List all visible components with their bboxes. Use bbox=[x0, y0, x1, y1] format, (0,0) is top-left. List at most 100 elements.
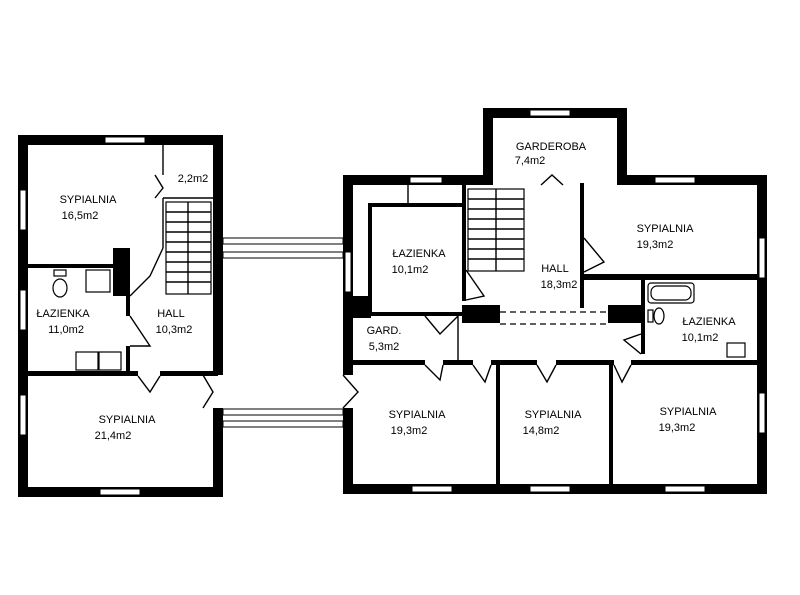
window bbox=[104, 136, 146, 144]
wall bbox=[462, 305, 500, 323]
room-name-lazienka: ŁAZIENKA bbox=[682, 316, 736, 328]
door-swing bbox=[622, 333, 642, 355]
toilet bbox=[653, 307, 665, 325]
bridge-railing bbox=[222, 420, 344, 428]
bathtub-basin bbox=[650, 285, 692, 301]
room-name-sypialnia: SYPIALNIA bbox=[389, 409, 447, 421]
window bbox=[758, 392, 766, 434]
wall bbox=[483, 108, 493, 183]
room-area: 21,4m2 bbox=[95, 430, 132, 442]
window bbox=[19, 289, 27, 331]
wall bbox=[462, 183, 466, 301]
room-area: 16,5m2 bbox=[62, 210, 99, 222]
wall bbox=[368, 312, 464, 316]
window bbox=[529, 109, 571, 117]
wall bbox=[617, 108, 627, 183]
wall bbox=[343, 408, 353, 494]
room-area: 11,0m2 bbox=[48, 324, 84, 336]
bridge-railing bbox=[222, 251, 344, 259]
wall bbox=[24, 264, 124, 268]
connector-bridge bbox=[222, 237, 344, 428]
door-swing bbox=[137, 375, 161, 394]
wall bbox=[160, 371, 218, 376]
room-name-hall: HALL bbox=[157, 308, 185, 320]
room-name-garderoba: GARDEROBA bbox=[516, 141, 587, 153]
door-swing bbox=[424, 315, 459, 336]
room-area: 14,8m2 bbox=[523, 425, 560, 437]
room-labels: SYPIALNIA 16,5m2 2,2m2 ŁAZIENKA 11,0m2 H… bbox=[36, 141, 736, 442]
door-swing bbox=[583, 237, 606, 273]
wall bbox=[608, 305, 644, 323]
washbasin bbox=[85, 269, 111, 293]
bridge-railing bbox=[222, 237, 344, 245]
wall bbox=[641, 360, 757, 365]
door-swing bbox=[465, 269, 486, 301]
door-swing bbox=[342, 374, 359, 409]
wall bbox=[443, 360, 473, 365]
left-wing bbox=[18, 135, 223, 497]
stair-treads bbox=[166, 202, 211, 294]
room-name-gard: GARD. bbox=[367, 325, 402, 337]
wall bbox=[368, 203, 464, 207]
room-area: 10,3m2 bbox=[156, 324, 193, 336]
wall bbox=[24, 371, 138, 376]
wall bbox=[213, 135, 223, 375]
door-swing bbox=[472, 364, 492, 384]
door-swing bbox=[540, 174, 564, 186]
bridge-railing bbox=[222, 408, 344, 416]
wall bbox=[353, 360, 425, 365]
wall bbox=[641, 274, 645, 354]
wall bbox=[351, 296, 371, 318]
room-area: 7,4m2 bbox=[515, 155, 546, 167]
room-area: 19,3m2 bbox=[637, 239, 674, 251]
room-area: 10,1m2 bbox=[682, 332, 719, 344]
wall bbox=[631, 360, 645, 365]
window bbox=[654, 176, 696, 184]
room-area: 19,3m2 bbox=[391, 425, 428, 437]
door-swing bbox=[129, 247, 164, 297]
window bbox=[529, 485, 571, 493]
room-area: 19,3m2 bbox=[659, 422, 696, 434]
door-swing bbox=[613, 364, 632, 384]
room-name-sypialnia: SYPIALNIA bbox=[525, 409, 583, 421]
room-name-sypialnia: SYPIALNIA bbox=[99, 414, 157, 426]
room-area: 5,3m2 bbox=[369, 341, 400, 353]
room-name-sypialnia: SYPIALNIA bbox=[660, 406, 718, 418]
room-area: 2,2m2 bbox=[178, 173, 209, 185]
window bbox=[19, 189, 27, 231]
room-name-sypialnia: SYPIALNIA bbox=[60, 194, 118, 206]
door-swing bbox=[536, 364, 557, 384]
wall bbox=[584, 274, 757, 280]
wall bbox=[213, 408, 223, 497]
wall bbox=[491, 360, 537, 365]
window bbox=[409, 176, 443, 184]
wall bbox=[609, 360, 613, 486]
toilet-tank bbox=[53, 269, 67, 277]
wall bbox=[580, 183, 584, 308]
window bbox=[664, 485, 706, 493]
wall bbox=[496, 360, 500, 486]
right-wing bbox=[342, 108, 767, 494]
wall bbox=[368, 203, 372, 315]
door-swing bbox=[154, 174, 164, 199]
window bbox=[19, 394, 27, 436]
washbasin bbox=[726, 342, 746, 358]
wall bbox=[757, 175, 767, 494]
room-name-lazienka: ŁAZIENKA bbox=[36, 308, 90, 320]
wall bbox=[126, 346, 130, 373]
wall bbox=[126, 296, 130, 316]
room-area: 18,3m2 bbox=[541, 279, 578, 291]
window bbox=[344, 251, 352, 293]
sink bbox=[75, 351, 99, 371]
toilet-tank bbox=[647, 309, 654, 323]
room-name-hall: HALL bbox=[541, 263, 569, 275]
wall bbox=[113, 248, 130, 296]
door-swing bbox=[202, 374, 214, 409]
toilet bbox=[52, 278, 68, 298]
room-area: 10,1m2 bbox=[392, 264, 429, 276]
room-name-lazienka: ŁAZIENKA bbox=[392, 248, 446, 260]
window bbox=[758, 237, 766, 279]
stair-treads bbox=[468, 189, 524, 271]
sink bbox=[98, 351, 122, 371]
